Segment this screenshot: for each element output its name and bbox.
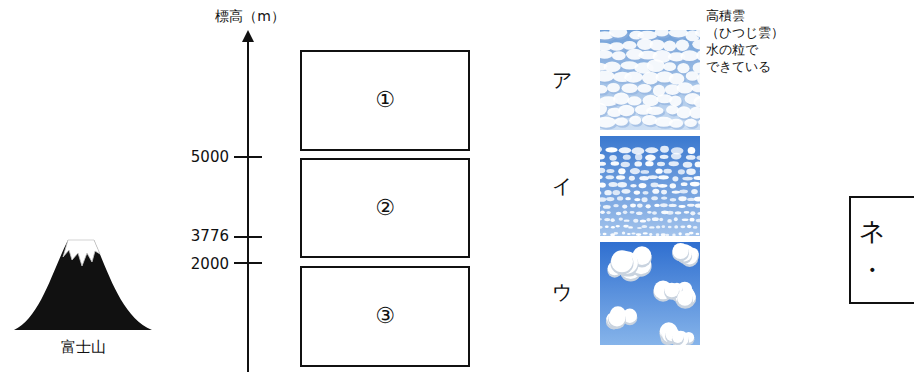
cloud-photo xyxy=(600,30,700,130)
photo-label: ウ xyxy=(552,279,572,306)
altitude-band: ① xyxy=(300,50,470,151)
cloud-caption: 高積雲 （ひつじ雲） 水の粒で できている xyxy=(706,8,796,76)
cloud-photo xyxy=(600,136,700,236)
axis-arrowhead xyxy=(242,30,254,42)
mountain-illustration xyxy=(14,240,152,330)
altitude-axis xyxy=(247,34,249,372)
note-text: ・ xyxy=(859,251,885,290)
altitude-band: ③ xyxy=(300,266,470,367)
altitude-band: ② xyxy=(300,158,470,258)
axis-value: 3776 xyxy=(191,227,229,245)
snow-cap xyxy=(63,240,100,266)
axis-value: 5000 xyxy=(191,148,229,166)
axis-title: 標高（m） xyxy=(215,8,285,26)
band-number: ① xyxy=(375,87,395,113)
note-box: ネ・ xyxy=(849,196,914,304)
axis-value: 2000 xyxy=(191,255,229,273)
axis-tick xyxy=(234,262,262,264)
axis-tick xyxy=(234,156,262,158)
band-number: ③ xyxy=(375,303,395,329)
band-number: ② xyxy=(375,195,395,221)
photo-label: ア xyxy=(552,67,572,94)
photo-label: イ xyxy=(552,173,572,200)
axis-tick xyxy=(234,236,262,238)
mountain-name: 富士山 xyxy=(61,338,106,357)
note-text: ネ xyxy=(859,212,886,251)
cloud-photo xyxy=(600,242,700,345)
